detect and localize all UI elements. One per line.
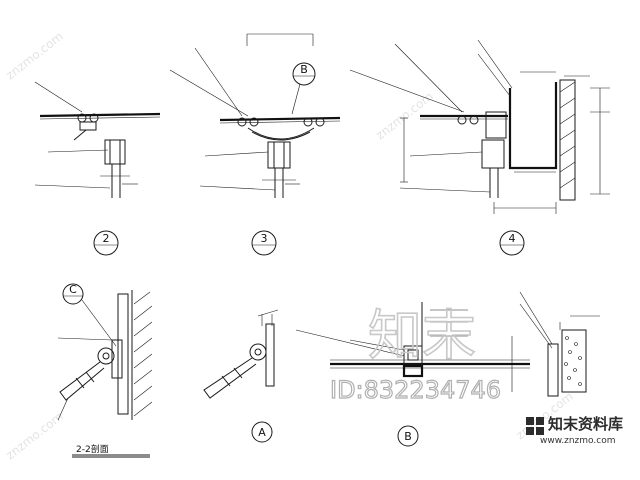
center-watermark: 知末 ID:832234746 <box>329 303 501 404</box>
view-3-number: 3 <box>261 232 268 245</box>
detail-A-marker: A <box>251 421 273 443</box>
reference-bubble-B-letter: B <box>300 63 308 76</box>
logo-name: 知末资料库 <box>548 415 623 433</box>
detail-B-texture <box>564 336 582 386</box>
reference-bubble-B: B <box>291 62 316 115</box>
wall-hatch-4 <box>559 81 576 189</box>
detail-view-4 <box>349 39 610 214</box>
section-2-2-title-group: 2-2剖面 <box>72 443 150 458</box>
view-4-number: 4 <box>509 232 516 245</box>
reference-bubble-C: C <box>62 283 84 305</box>
diagonal-watermark-3: znzmo.com <box>3 409 66 462</box>
watermark-id-text: ID:832234746 <box>330 376 501 404</box>
detail-view-2 <box>34 81 161 198</box>
section-2-2-detail <box>57 290 153 421</box>
view-2-number: 2 <box>103 232 110 245</box>
logo-emblem-icon <box>526 417 544 435</box>
detail-view-3 <box>169 33 341 198</box>
detail-B <box>295 291 600 397</box>
logo-url: www.znzmo.com <box>540 436 615 446</box>
detail-B-marker: B <box>397 425 419 447</box>
view-4-marker: 4 <box>499 230 525 256</box>
view-2-marker: 2 <box>93 230 119 256</box>
reference-bubble-C-letter: C <box>69 283 77 296</box>
site-logo: 知末资料库 www.znzmo.com <box>526 415 623 446</box>
diagonal-watermark-1: znzmo.com <box>3 29 66 82</box>
detail-B-letter: B <box>404 430 412 443</box>
section-2-2-title: 2-2剖面 <box>76 443 109 455</box>
detail-A <box>203 309 279 399</box>
view-3-marker: 3 <box>251 230 277 256</box>
detail-A-letter: A <box>258 426 266 439</box>
watermark-main-text: 知末 <box>368 304 476 367</box>
wall-hatch-2-2 <box>133 291 153 417</box>
